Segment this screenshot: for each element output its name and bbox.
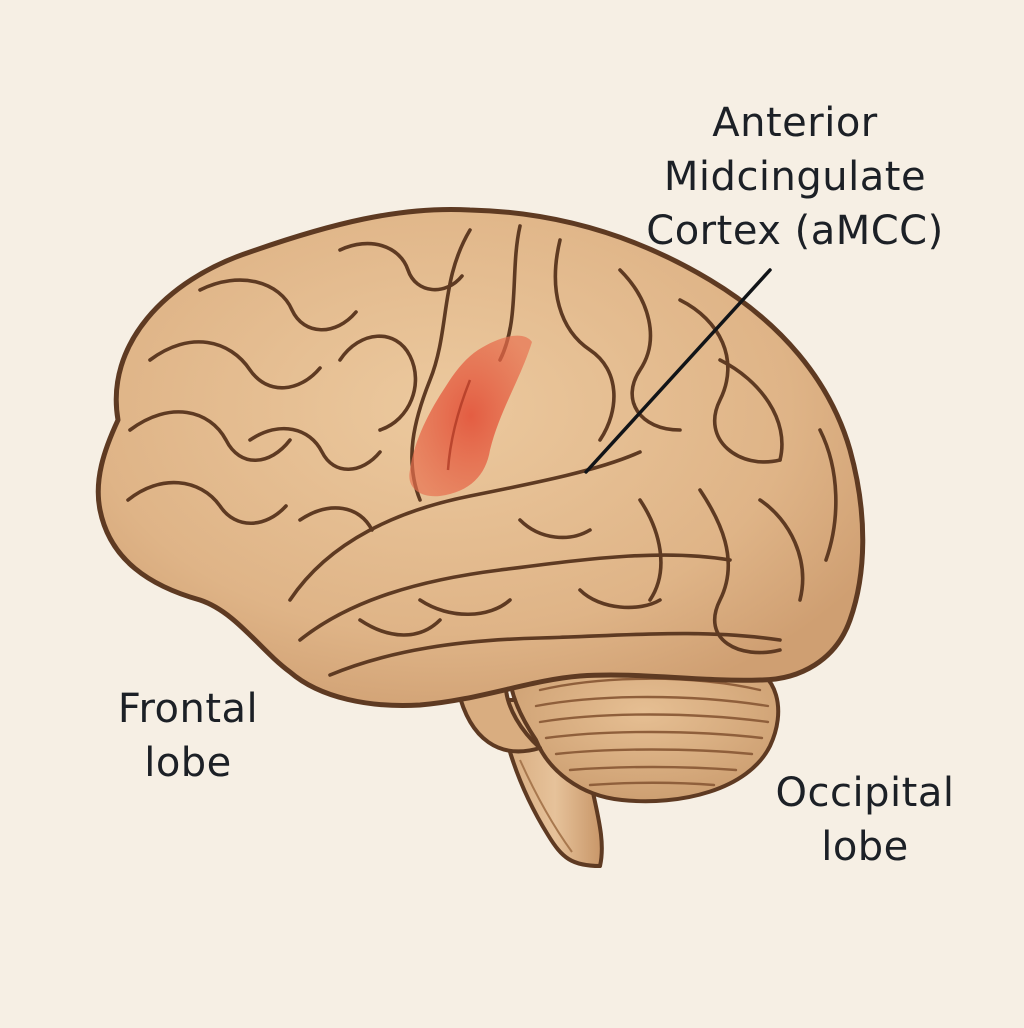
frontal-lobe-label-line-2: lobe [144, 740, 232, 786]
amcc-label-line-3: Cortex (aMCC) [646, 208, 944, 254]
amcc-highlight-region [409, 335, 532, 497]
frontal-lobe-label: Frontal lobe [88, 682, 288, 790]
occipital-lobe-label-line-2: lobe [821, 824, 909, 870]
amcc-leader-line [584, 268, 772, 474]
amcc-label-line-1: Anterior [712, 100, 878, 146]
frontal-lobe-label-line-1: Frontal [117, 686, 259, 732]
occipital-lobe-label: Occipital lobe [740, 766, 990, 874]
amcc-label: Anterior Midcingulate Cortex (aMCC) [610, 96, 980, 258]
occipital-lobe-label-line-1: Occipital [775, 770, 955, 816]
amcc-label-line-2: Midcingulate [663, 154, 927, 200]
